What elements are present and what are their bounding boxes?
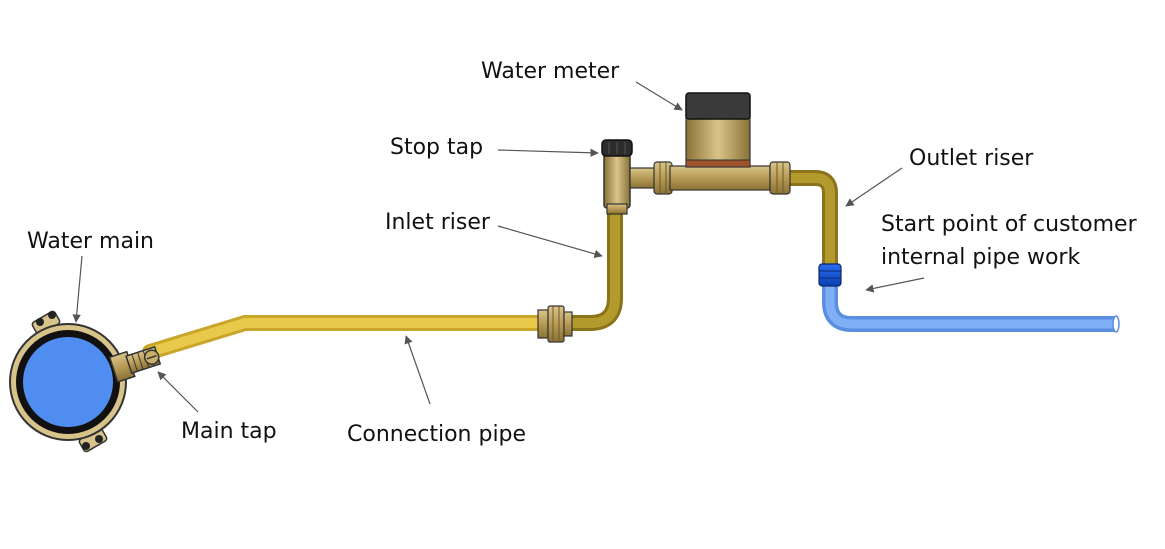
- pointer-arrows: [72, 81, 925, 413]
- label-water-main: Water main: [27, 229, 154, 254]
- pipe-cross-section-icon: [9, 310, 127, 453]
- stop-tap: [601, 139, 657, 215]
- label-main-tap: Main tap: [181, 419, 277, 444]
- arrow-water-main: [72, 255, 83, 323]
- arrow-inlet-riser: [497, 225, 603, 258]
- compression-fitting-icon: [537, 305, 573, 343]
- main-tap: [108, 345, 162, 383]
- label-outlet-riser: Outlet riser: [909, 146, 1034, 171]
- inlet-coupling: [537, 305, 573, 343]
- arrow-water-meter: [635, 81, 683, 111]
- label-start-point-line1: Start point of customer: [881, 212, 1138, 237]
- label-start-point-line2: internal pipe work: [881, 245, 1080, 270]
- label-connection-pipe: Connection pipe: [347, 422, 526, 447]
- outlet-riser-pipe: [790, 170, 838, 268]
- arrow-outlet-riser: [845, 167, 903, 207]
- stop-valve-icon: [601, 139, 657, 215]
- label-stop-tap: Stop tap: [390, 135, 483, 160]
- water-main: [9, 310, 127, 453]
- arrow-start-point: [865, 277, 925, 293]
- label-water-meter: Water meter: [481, 59, 620, 84]
- arrow-stop-tap: [497, 148, 599, 157]
- arrow-connection-pipe: [404, 335, 431, 405]
- arrow-main-tap: [157, 371, 199, 413]
- water-meter-icon: [653, 92, 791, 195]
- customer-internal-pipe: [822, 284, 1115, 332]
- label-inlet-riser: Inlet riser: [385, 210, 491, 235]
- ferrule-valve-icon: [108, 345, 162, 383]
- compression-fitting-icon: [818, 263, 842, 287]
- water-meter: [653, 92, 791, 195]
- customer-pipe-fitting: [818, 263, 842, 287]
